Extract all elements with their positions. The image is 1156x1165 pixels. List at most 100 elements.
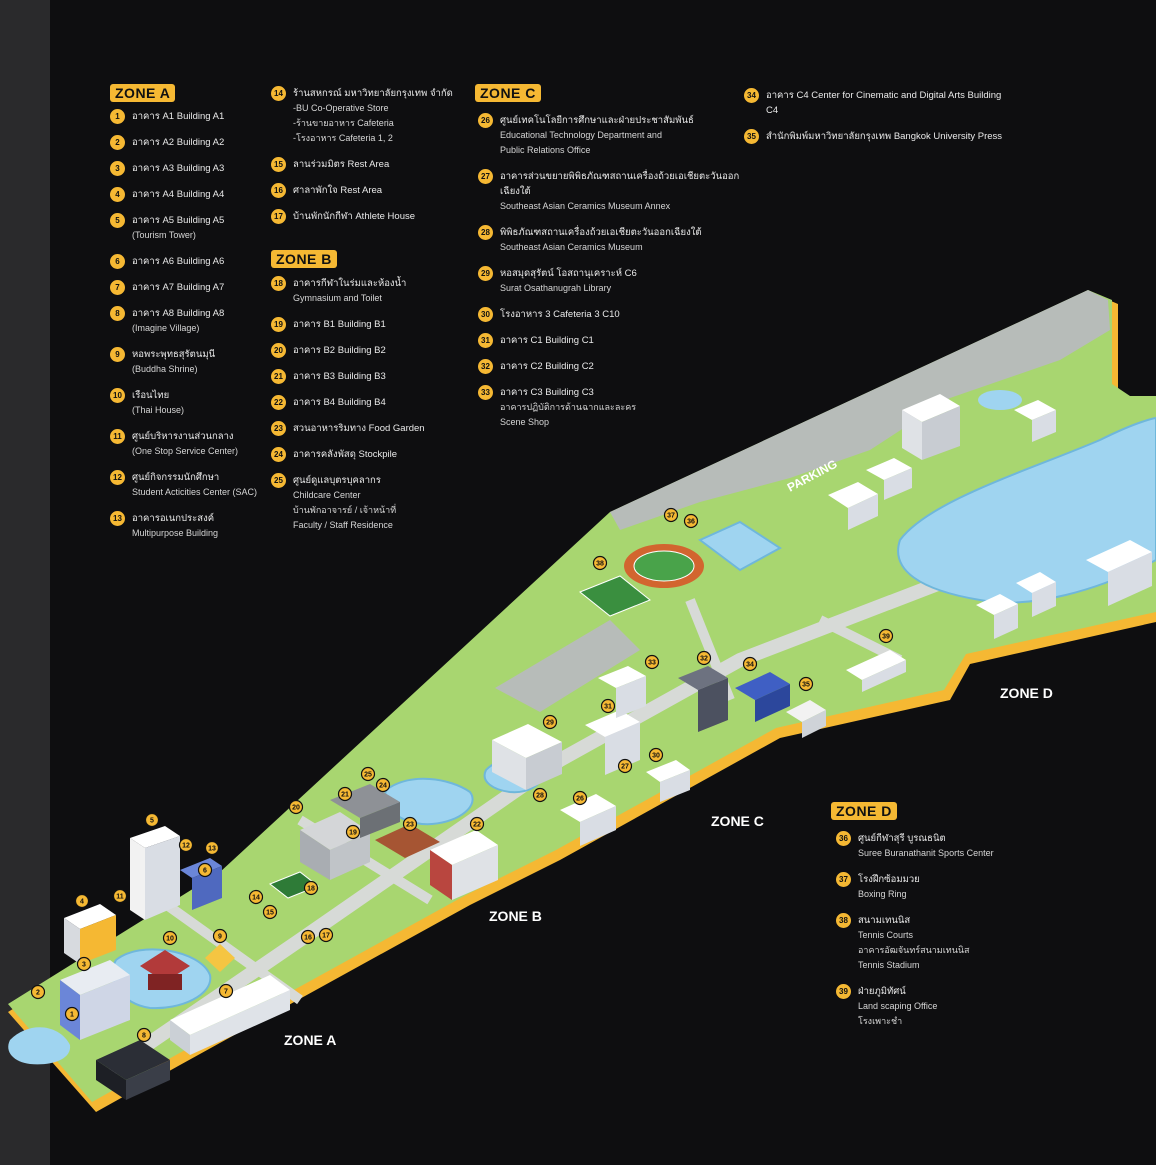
legend-number-badge: 8: [110, 306, 125, 321]
map-marker-7[interactable]: 7: [218, 983, 234, 999]
map-marker-22[interactable]: 22: [469, 816, 485, 832]
map-marker-23[interactable]: 23: [402, 816, 418, 832]
legend-number-badge: 4: [110, 187, 125, 202]
map-marker-8[interactable]: 8: [136, 1027, 152, 1043]
buddha-shrine: [205, 944, 235, 972]
map-marker-circle: [742, 656, 758, 672]
court-zone-b: [269, 871, 319, 899]
map-marker-15[interactable]: 15: [262, 904, 278, 920]
map-marker-1[interactable]: 1: [64, 1006, 80, 1022]
map-zone-c-label: ZONE C: [711, 813, 764, 829]
legend-item-label: อาคาร A4 Building A4: [132, 189, 225, 200]
map-marker-circle: [76, 956, 92, 972]
map-marker-number: 10: [166, 936, 174, 943]
map-marker-number: 37: [667, 513, 675, 520]
legend-number-badge: 6: [110, 254, 125, 269]
map-marker-number: 18: [307, 886, 315, 893]
legend-item-label: ฝ่ายภูมิทัศน์: [858, 986, 906, 997]
parking-area-west: [495, 620, 640, 712]
map-marker-38[interactable]: 38: [592, 555, 608, 571]
map-marker-16[interactable]: 16: [300, 929, 316, 945]
map-marker-circle: [288, 799, 304, 815]
map-marker-number: 19: [349, 830, 357, 837]
map-marker-circle: [345, 824, 361, 840]
legend-number-badge: 37: [836, 872, 851, 887]
map-marker-37[interactable]: 37: [663, 507, 679, 523]
map-marker-35[interactable]: 35: [798, 676, 814, 692]
map-marker-33[interactable]: 33: [644, 654, 660, 670]
map-marker-circle: [402, 816, 418, 832]
map-marker-27[interactable]: 27: [617, 758, 633, 774]
legend-number-badge: 2: [110, 135, 125, 150]
map-marker-9[interactable]: 9: [212, 928, 228, 944]
map-marker-18[interactable]: 18: [303, 880, 319, 896]
map-marker-number: 34: [746, 662, 754, 669]
map-marker-26[interactable]: 26: [572, 790, 588, 806]
map-marker-24[interactable]: 24: [375, 777, 391, 793]
map-marker-number: 6: [203, 868, 207, 875]
map-marker-number: 39: [882, 634, 890, 641]
map-marker-number: 13: [208, 846, 216, 853]
map-marker-circle: [144, 812, 160, 828]
legend-item-label: อาคาร A8 Building A8: [132, 308, 225, 319]
map-marker-number: 11: [116, 894, 124, 901]
map-marker-28[interactable]: 28: [532, 787, 548, 803]
map-marker-32[interactable]: 32: [696, 650, 712, 666]
legend-item-label: โรงอาหาร 3 Cafeteria 3 C10: [500, 309, 620, 320]
legend-item-sublabel: Educational Technology Department and: [500, 130, 662, 140]
map-marker-34[interactable]: 34: [742, 656, 758, 672]
left-dark-strip: [0, 0, 50, 1165]
map-marker-30[interactable]: 30: [648, 747, 664, 763]
map-marker-number: 38: [596, 561, 604, 568]
building-a7: [170, 975, 290, 1055]
map-marker-11[interactable]: 11: [112, 888, 128, 904]
map-marker-36[interactable]: 36: [683, 513, 699, 529]
map-marker-3[interactable]: 3: [76, 956, 92, 972]
map-marker-14[interactable]: 14: [248, 889, 264, 905]
map-marker-4[interactable]: 4: [74, 893, 90, 909]
map-marker-10[interactable]: 10: [162, 930, 178, 946]
map-marker-2[interactable]: 2: [30, 984, 46, 1000]
legend-number-badge: 18: [271, 276, 286, 291]
legend-item-label: ศูนย์กีฬาสุรี บูรณธนิต: [858, 833, 946, 844]
map-marker-circle: [303, 880, 319, 896]
legend-item-label: อาคาร A1 Building A1: [132, 111, 225, 122]
map-zone-b-label: ZONE B: [489, 908, 542, 924]
map-marker-39[interactable]: 39: [878, 628, 894, 644]
map-marker-circle: [648, 747, 664, 763]
map-marker-circle: [197, 862, 213, 878]
legend-item-sublabel: Suree Buranathanit Sports Center: [858, 848, 994, 858]
map-marker-21[interactable]: 21: [337, 786, 353, 802]
building-b-grey-roofs: [330, 784, 400, 838]
map-marker-5[interactable]: 5: [144, 812, 160, 828]
map-marker-number: 30: [652, 753, 660, 760]
legend-item-sublabel: -โรงอาหาร Cafeteria 1, 2: [293, 133, 393, 143]
map-marker-19[interactable]: 19: [345, 824, 361, 840]
map-marker-12[interactable]: 12: [178, 837, 194, 853]
legend-item-sublabel: อาคารอัฒจันทร์สนามเทนนิส: [858, 945, 970, 955]
legend-number-badge: 9: [110, 347, 125, 362]
map-marker-25[interactable]: 25: [360, 766, 376, 782]
map-marker-number: 14: [252, 895, 260, 902]
map-marker-31[interactable]: 31: [600, 698, 616, 714]
map-marker-circle: [572, 790, 588, 806]
legend-item-sublabel: -ร้านขายอาหาร Cafeteria: [293, 118, 394, 128]
legend-item-label: อาคาร C4 Center for Cinematic and Digita…: [766, 90, 1002, 116]
legend-number-badge: 17: [271, 209, 286, 224]
map-marker-13[interactable]: 13: [204, 840, 220, 856]
map-marker-17[interactable]: 17: [318, 927, 334, 943]
map-marker-29[interactable]: 29: [542, 714, 558, 730]
map-marker-6[interactable]: 6: [197, 862, 213, 878]
legend-item-label: อาคาร A5 Building A5: [132, 215, 225, 226]
map-marker-20[interactable]: 20: [288, 799, 304, 815]
